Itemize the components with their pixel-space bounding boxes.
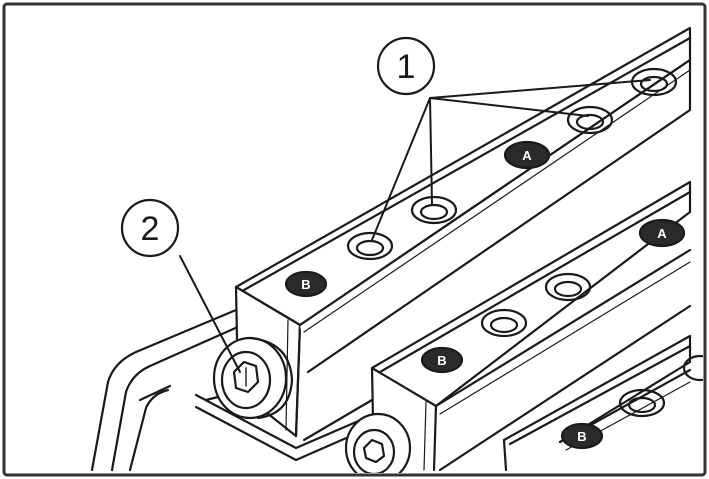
stamp-label: B — [301, 277, 310, 292]
illustration: B A — [90, 26, 703, 473]
base-bracket — [90, 308, 372, 472]
top-bar-stamp-mid: A — [503, 140, 551, 170]
callout-1: 1 — [376, 36, 436, 96]
middle-bar-holes — [480, 272, 592, 338]
middle-bar: B A — [370, 180, 692, 472]
bottom-bar: B — [502, 334, 703, 472]
top-bar-holes — [346, 67, 678, 261]
bottom-bar-holes — [618, 354, 703, 418]
stamp-label: B — [577, 429, 586, 444]
top-bar: B A — [234, 26, 692, 442]
stamp-label: A — [522, 148, 532, 163]
callout-2: 2 — [120, 198, 180, 258]
stamp-label: B — [437, 353, 446, 368]
socket-head-screw-lower — [344, 412, 412, 473]
leader-line-2 — [179, 255, 241, 373]
top-bar-stamp-end: B — [284, 270, 328, 298]
stamp-label: A — [657, 226, 667, 241]
middle-bar-stamp-end: A — [638, 218, 686, 248]
callout-label: 2 — [141, 210, 160, 248]
leader-lines-1 — [371, 79, 651, 241]
middle-bar-stamp-start: B — [420, 346, 464, 374]
callout-label: 1 — [397, 48, 416, 86]
bottom-bar-stamp-start: B — [560, 422, 604, 450]
